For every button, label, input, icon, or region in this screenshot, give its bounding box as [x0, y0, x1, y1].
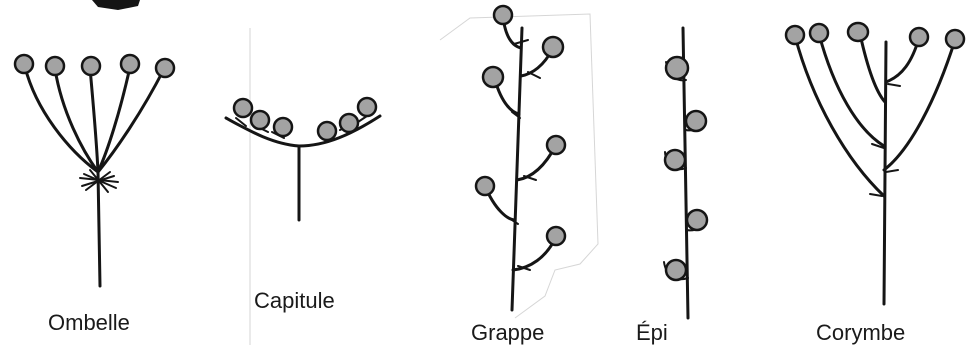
corymbe-bud — [786, 26, 804, 44]
epi-diagram — [664, 28, 707, 318]
grappe-bud — [483, 67, 503, 87]
grappe-bud — [476, 177, 494, 195]
grappe-bud — [543, 37, 563, 57]
epi-bud — [686, 111, 706, 131]
label-corymbe: Corymbe — [816, 322, 905, 344]
grappe-bud — [547, 227, 565, 245]
grappe-bud — [494, 6, 512, 24]
label-epi: Épi — [636, 322, 668, 344]
ombelle-diagram — [15, 55, 174, 286]
grappe-diagram — [476, 6, 565, 310]
grappe-bud — [547, 136, 565, 154]
ombelle-bud — [46, 57, 64, 75]
epi-bud — [687, 210, 707, 230]
ombelle-bud — [82, 57, 100, 75]
capitule-bud — [234, 99, 252, 117]
label-capitule: Capitule — [254, 290, 335, 312]
scribble-fragment — [92, 0, 140, 10]
epi-bud — [665, 150, 685, 170]
corymbe-bud — [910, 28, 928, 46]
label-ombelle: Ombelle — [48, 312, 130, 334]
corymbe-bud — [946, 30, 964, 48]
capitule-diagram — [226, 98, 380, 220]
capitule-bud — [251, 111, 269, 129]
ombelle-bud — [121, 55, 139, 73]
epi-bud — [666, 260, 686, 280]
epi-bud — [666, 57, 688, 79]
capitule-bud — [274, 118, 292, 136]
capitule-bud — [340, 114, 358, 132]
ombelle-bud — [15, 55, 33, 73]
ombelle-bud — [156, 59, 174, 77]
corymbe-bud — [810, 24, 828, 42]
capitule-bud — [318, 122, 336, 140]
corymbe-bud — [848, 23, 868, 41]
corymbe-diagram — [786, 23, 964, 304]
label-grappe: Grappe — [471, 322, 544, 344]
capitule-bud — [358, 98, 376, 116]
